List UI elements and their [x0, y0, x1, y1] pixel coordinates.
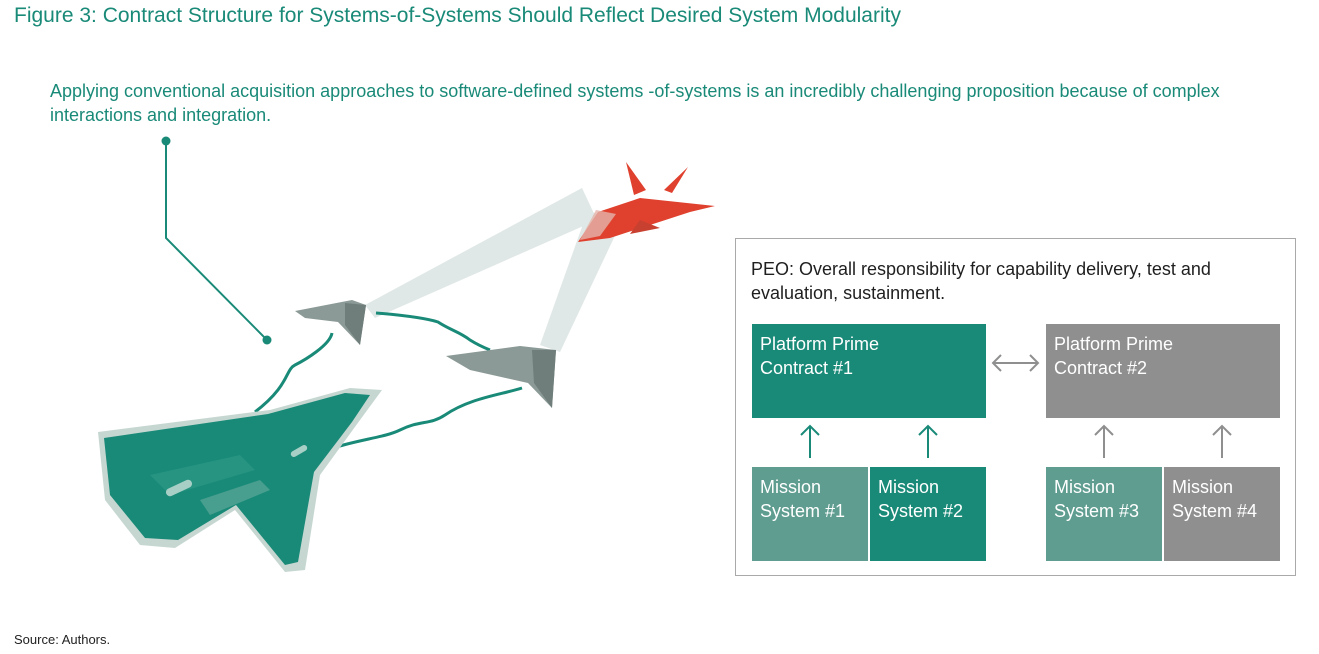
arrow-up-icon	[800, 424, 820, 458]
prime2-line1: Platform Prime	[1054, 334, 1174, 354]
mission2-line1: Mission	[878, 477, 940, 497]
drone-2-icon	[446, 346, 556, 408]
mission1-line2: System #1	[760, 501, 846, 521]
sensor-cone-right	[540, 210, 620, 352]
callout-line	[161, 136, 272, 345]
arrow-up-icon	[1094, 424, 1114, 458]
prime1-line2: Contract #1	[760, 358, 854, 378]
double-arrow-icon	[991, 354, 1040, 372]
mission2-line2: System #2	[878, 501, 964, 521]
source-note: Source: Authors.	[14, 632, 111, 647]
mission-system-4: Mission System #4	[1164, 467, 1280, 561]
prime2-line2: Contract #2	[1054, 358, 1148, 378]
enemy-jet-icon	[578, 162, 715, 242]
sensor-cone-left	[365, 188, 597, 318]
intro-text: Applying conventional acquisition approa…	[50, 81, 1220, 125]
arrow-up-icon	[918, 424, 938, 458]
peo-description: PEO: Overall responsibility for capabili…	[751, 259, 1211, 303]
mission3-line2: System #3	[1054, 501, 1140, 521]
prime1-line1: Platform Prime	[760, 334, 880, 354]
mission4-line1: Mission	[1172, 477, 1234, 497]
platform-prime-contract-2: Platform Prime Contract #2	[1046, 324, 1280, 418]
mission-system-3: Mission System #3	[1046, 467, 1162, 561]
mission-system-1: Mission System #1	[752, 467, 868, 561]
mission4-line2: System #4	[1172, 501, 1258, 521]
mission3-line1: Mission	[1054, 477, 1116, 497]
mission-system-2: Mission System #2	[870, 467, 986, 561]
platform-prime-contract-1: Platform Prime Contract #1	[752, 324, 986, 418]
mission1-line1: Mission	[760, 477, 822, 497]
mothership-aircraft-icon	[98, 388, 382, 572]
arrow-up-icon	[1212, 424, 1232, 458]
figure-title: Figure 3: Contract Structure for Systems…	[14, 4, 901, 27]
drone-1-icon	[295, 300, 366, 345]
datalink-lines	[254, 311, 523, 464]
